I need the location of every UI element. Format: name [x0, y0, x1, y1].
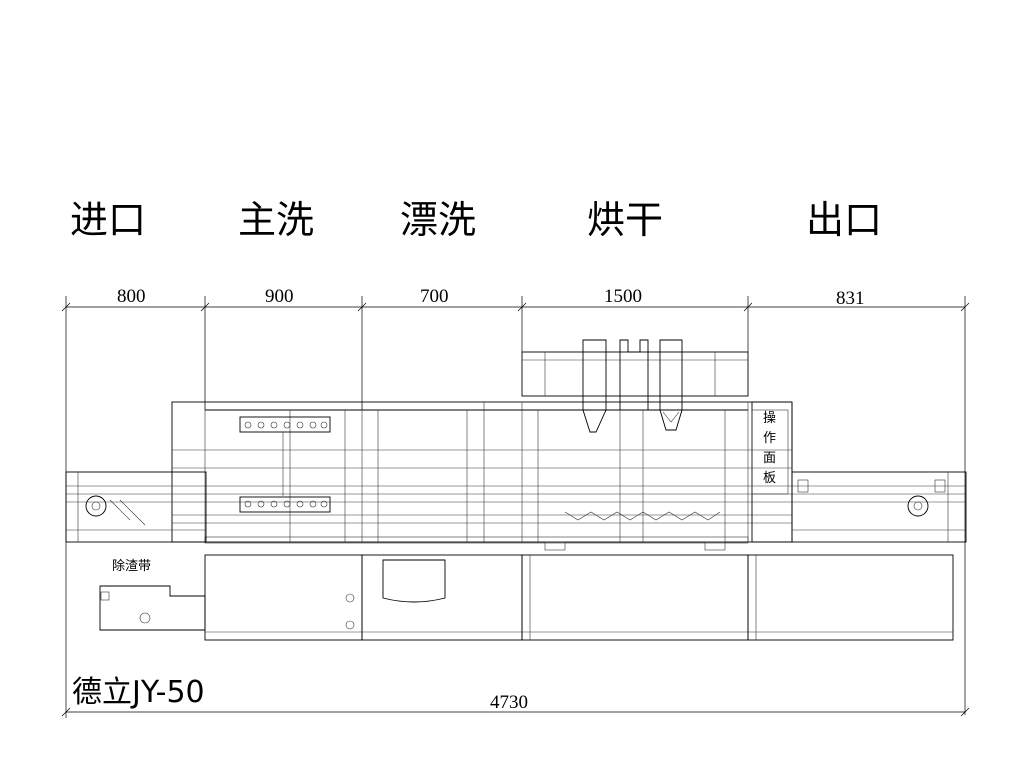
dim-segment-inlet: 800: [117, 286, 146, 307]
dim-segment-outlet: 831: [836, 288, 865, 309]
control-panel-label-1: 操: [763, 410, 776, 426]
heater-element: [564, 511, 721, 521]
drying-hood: [521, 339, 749, 433]
outlet-drive-sprocket: [907, 495, 929, 517]
zone-label-inlet: 进口: [70, 198, 146, 242]
control-panel-label-2: 作: [763, 431, 776, 446]
dim-total-length: 4730: [490, 692, 528, 713]
control-panel-label-4: 板: [763, 471, 776, 486]
lower-spray-bar: [239, 496, 331, 513]
top-dimension-chain: [61, 296, 970, 715]
inlet-conveyor: [65, 471, 207, 543]
model-name: 德立JY-50: [72, 675, 205, 710]
overall-dimension: [61, 480, 970, 718]
zone-label-rinse: 漂洗: [400, 198, 476, 242]
control-panel-label-3: 面: [763, 451, 776, 466]
inlet-drive-sprocket: [85, 495, 107, 517]
dim-segment-rinse: 700: [420, 286, 449, 307]
zone-label-dry: 烘干: [587, 198, 663, 242]
outlet-conveyor: [791, 471, 967, 543]
lower-cabinets: [204, 541, 954, 641]
dim-segment-main-wash: 900: [265, 286, 294, 307]
zone-label-main-wash: 主洗: [238, 198, 314, 242]
zone-label-outlet: 出口: [806, 198, 882, 242]
upper-spray-bar: [239, 416, 331, 496]
debris-belt: [99, 585, 206, 631]
dim-segment-dry: 1500: [604, 286, 642, 307]
machine-body: [66, 401, 966, 544]
debris-belt-label: 除渣带: [112, 559, 151, 574]
